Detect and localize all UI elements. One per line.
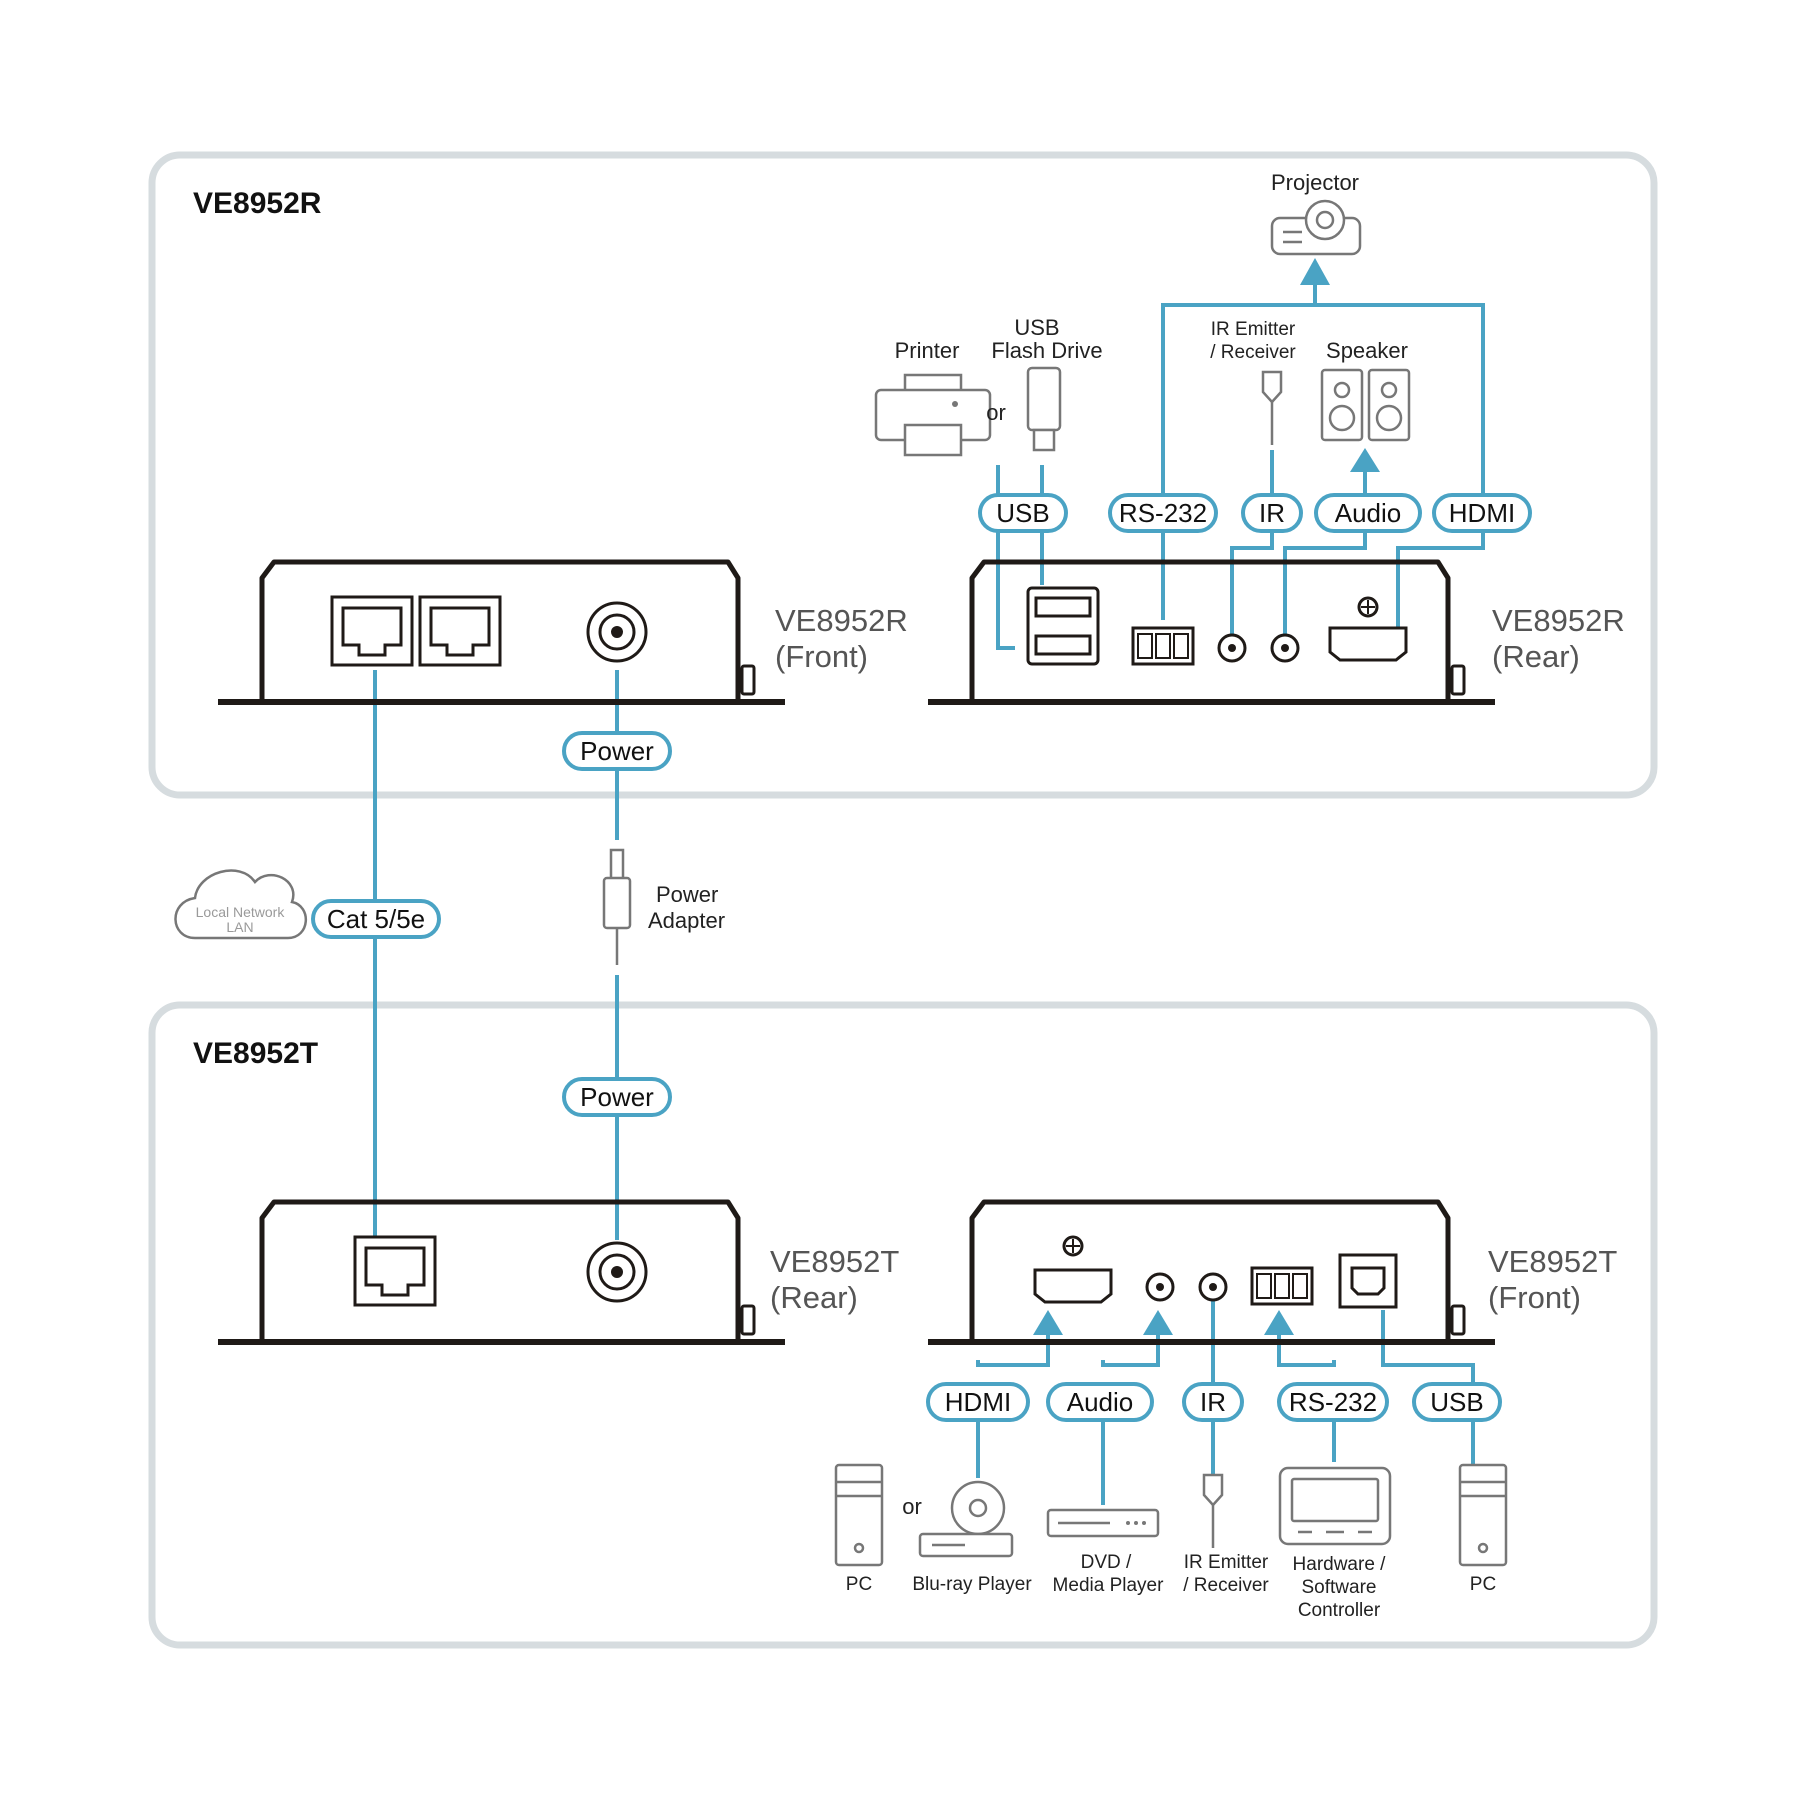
hdmi-port bbox=[1033, 1268, 1113, 1304]
transmitter-port-pills: HDMI Audio IR RS-232 USB bbox=[926, 1382, 1502, 1422]
bluray-player-icon bbox=[918, 1480, 1014, 1558]
cloud-label: Local Network bbox=[196, 904, 286, 920]
projector-arrow bbox=[1300, 258, 1330, 285]
controller-icon bbox=[1278, 1466, 1392, 1546]
rs232-in-arrow bbox=[1264, 1310, 1294, 1335]
ir-emitter-icon bbox=[1261, 370, 1283, 445]
pill-ir-t: IR bbox=[1200, 1387, 1226, 1417]
pill-audio-r: Audio bbox=[1335, 498, 1402, 528]
ir-emitter-label-t-sub: / Receiver bbox=[1183, 1575, 1269, 1596]
bluray-label: Blu-ray Player bbox=[912, 1574, 1032, 1595]
controller-label-2: Software bbox=[1302, 1577, 1377, 1598]
ir-emitter-icon-t bbox=[1202, 1473, 1224, 1548]
speaker-label: Speaker bbox=[1326, 338, 1408, 363]
transmitter-rear-unit bbox=[218, 1199, 785, 1345]
audio-cable-t bbox=[1101, 1330, 1160, 1367]
transmitter-rear-label-sub: (Rear) bbox=[770, 1280, 858, 1315]
receiver-rear-label-sub: (Rear) bbox=[1492, 639, 1580, 674]
transmitter-group-title: VE8952T bbox=[193, 1037, 318, 1070]
transmitter-group-frame bbox=[148, 1001, 1658, 1649]
hdmi-in-arrow bbox=[1033, 1310, 1063, 1335]
pill-power-t: Power bbox=[580, 1082, 654, 1112]
receiver-port-pills: USB RS-232 IR Audio HDMI bbox=[978, 493, 1532, 533]
hdmi-port bbox=[1328, 626, 1408, 662]
ir-emitter-label-t: IR Emitter bbox=[1184, 1552, 1269, 1573]
pc-label-1: PC bbox=[846, 1574, 872, 1595]
speaker-arrow bbox=[1350, 448, 1380, 472]
pc-icon-1 bbox=[834, 1463, 884, 1567]
usb-a-ports bbox=[1026, 586, 1100, 666]
power-adapter-icon bbox=[602, 848, 632, 965]
hdmi-cable-t bbox=[976, 1330, 1050, 1367]
pill-usb-r: USB bbox=[996, 498, 1049, 528]
pill-hdmi-t: HDMI bbox=[945, 1387, 1011, 1417]
usb-b-port bbox=[1338, 1253, 1398, 1309]
dvd-label-sub: Media Player bbox=[1053, 1575, 1165, 1596]
audio-in-arrow bbox=[1143, 1310, 1173, 1335]
pill-usb-t: USB bbox=[1430, 1387, 1483, 1417]
printer-icon bbox=[874, 373, 992, 457]
receiver-rear-label: VE8952R bbox=[1492, 603, 1625, 638]
pill-hdmi-r: HDMI bbox=[1449, 498, 1515, 528]
pill-rs232-r: RS-232 bbox=[1119, 498, 1207, 528]
signal-arrows bbox=[1033, 258, 1380, 1335]
cloud-icon bbox=[174, 869, 308, 940]
projector-label: Projector bbox=[1271, 170, 1359, 195]
transmitter-front-label: VE8952T bbox=[1488, 1244, 1617, 1279]
ir-cable-r bbox=[1230, 450, 1274, 640]
receiver-front-label-sub: (Front) bbox=[775, 639, 868, 674]
dvd-player-icon bbox=[1046, 1508, 1160, 1538]
receiver-front-unit bbox=[218, 559, 785, 705]
or-label-r: or bbox=[986, 400, 1006, 425]
pill-cat5: Cat 5/5e bbox=[327, 904, 425, 934]
usb-cable-printer bbox=[996, 465, 1015, 650]
receiver-group-frame bbox=[148, 151, 1658, 799]
power-adapter-label: Power bbox=[656, 882, 718, 907]
projector-icon bbox=[1270, 199, 1362, 256]
cloud-label-sub: LAN bbox=[226, 919, 253, 935]
controller-label-3: Controller bbox=[1298, 1600, 1381, 1621]
usb-flash-drive-icon bbox=[1026, 366, 1062, 452]
receiver-group-title: VE8952R bbox=[193, 187, 322, 220]
transmitter-front-unit bbox=[928, 1199, 1495, 1345]
receiver-front-label: VE8952R bbox=[775, 603, 908, 638]
pill-audio-t: Audio bbox=[1067, 1387, 1134, 1417]
dvd-label: DVD / bbox=[1081, 1552, 1132, 1573]
pill-power-r: Power bbox=[580, 736, 654, 766]
cables bbox=[373, 280, 1485, 1505]
pc-icon-2 bbox=[1458, 1463, 1508, 1567]
usb-flash-label-sub: Flash Drive bbox=[991, 338, 1102, 363]
pill-rs232-t: RS-232 bbox=[1289, 1387, 1377, 1417]
controller-label: Hardware / bbox=[1293, 1554, 1387, 1575]
receiver-rear-unit bbox=[928, 559, 1495, 705]
ir-emitter-label-sub: / Receiver bbox=[1210, 342, 1296, 363]
transmitter-front-label-sub: (Front) bbox=[1488, 1280, 1581, 1315]
pc-label-2: PC bbox=[1470, 1574, 1496, 1595]
ir-emitter-label: IR Emitter bbox=[1211, 319, 1296, 340]
power-adapter-label-sub: Adapter bbox=[648, 908, 725, 933]
rs232-cable-t bbox=[1277, 1330, 1336, 1367]
printer-label: Printer bbox=[895, 338, 960, 363]
transmitter-rear-label: VE8952T bbox=[770, 1244, 899, 1279]
speaker-icon bbox=[1320, 368, 1411, 442]
or-label-t: or bbox=[902, 1494, 922, 1519]
pill-ir-r: IR bbox=[1259, 498, 1285, 528]
usb-flash-label: USB bbox=[1014, 315, 1059, 340]
